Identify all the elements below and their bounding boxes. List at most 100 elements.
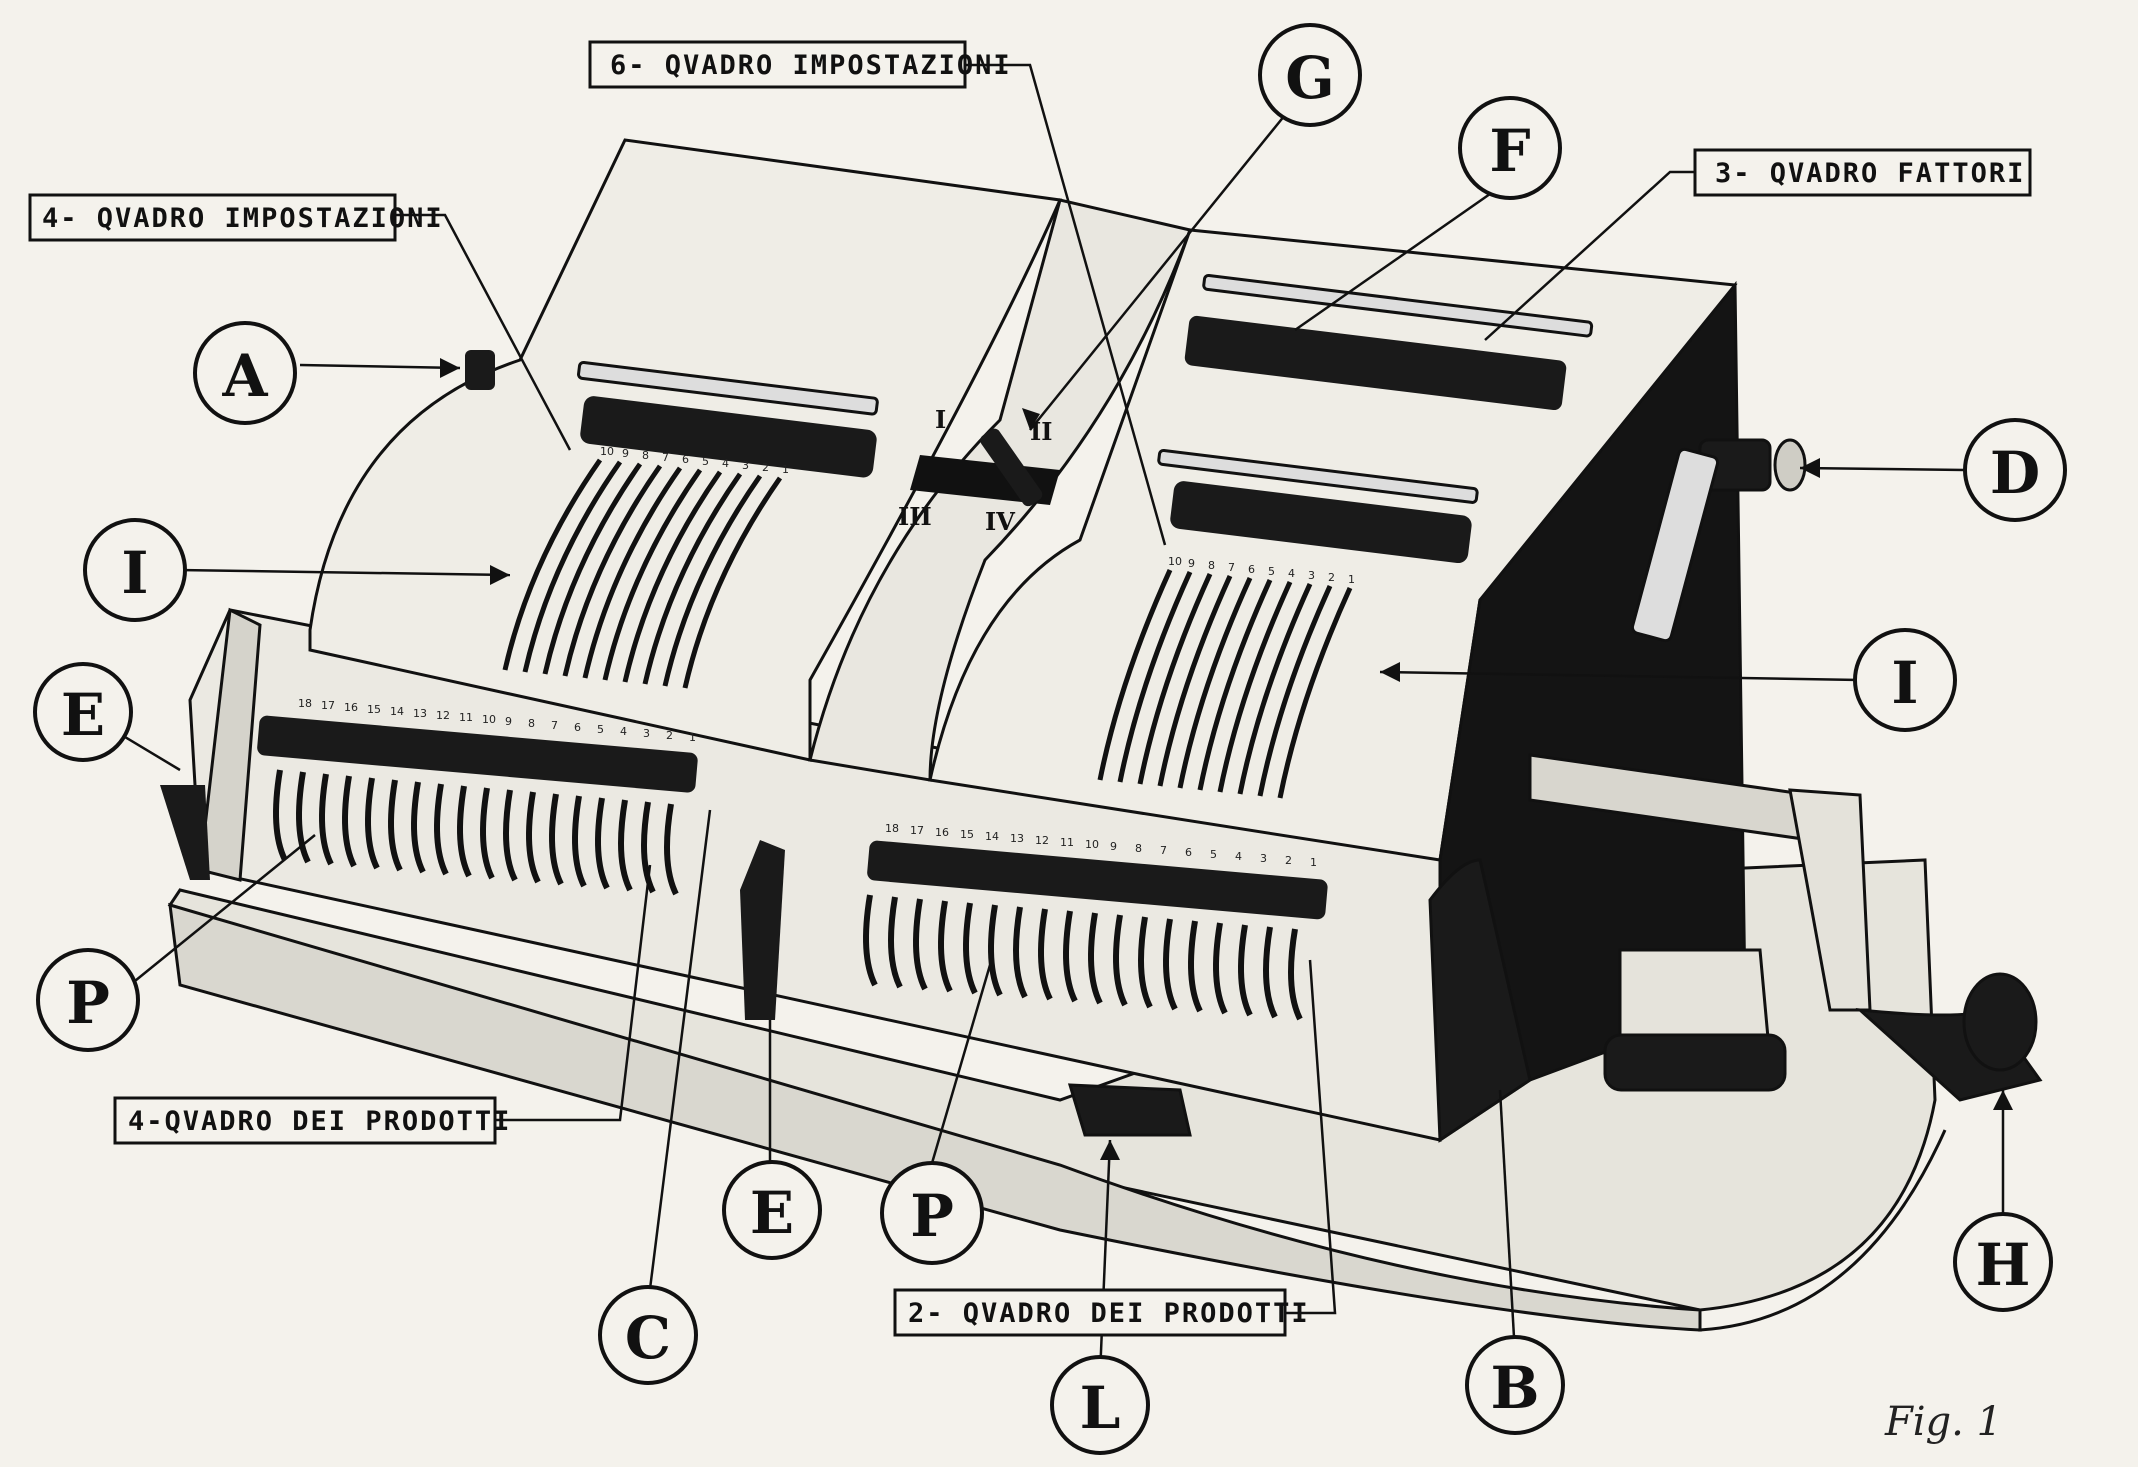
right-setting-window (1157, 448, 1479, 564)
right-digit-15: 15 (960, 828, 974, 841)
leader-lines (109, 63, 2005, 1376)
left-digit-9: 9 (505, 715, 512, 728)
left-lever-digit-1: 1 (782, 463, 789, 476)
left-digit-6: 6 (574, 721, 581, 734)
knob-a (465, 350, 495, 390)
svg-text:3- QVADRO FATTORI: 3- QVADRO FATTORI (1715, 158, 2025, 189)
label-quadro-prodotti-2: 2- QVADRO DEI PRODOTTI (893, 1288, 1308, 1337)
right-lever-digit-10: 10 (1168, 555, 1182, 568)
left-digit-7: 7 (551, 719, 558, 732)
clearing-lever (1067, 1083, 1192, 1137)
svg-text:4- QVADRO IMPOSTAZIONI: 4- QVADRO IMPOSTAZIONI (42, 203, 444, 234)
svg-text:H: H (1976, 1231, 2031, 1299)
left-digit-18: 18 (298, 697, 312, 710)
right-side-lower (1428, 858, 1532, 1143)
right-lever-digit-5: 5 (1268, 565, 1275, 578)
right-lever-digit-7: 7 (1228, 561, 1235, 574)
left-product-register (257, 715, 698, 896)
right-product-register (863, 840, 1328, 1021)
left-lever-digit-9: 9 (622, 447, 629, 460)
callout-a: A (193, 321, 297, 425)
selector-pos-3: III (898, 502, 932, 531)
selector-switch (910, 428, 1060, 507)
svg-text:E: E (61, 681, 105, 749)
selector-pos-4: IV (985, 507, 1015, 536)
label-quadro-impostazioni-4: 4- QVADRO IMPOSTAZIONI (28, 193, 444, 242)
left-setting-levers (502, 458, 783, 689)
svg-text:6- QVADRO IMPOSTAZIONI: 6- QVADRO IMPOSTAZIONI (610, 50, 1012, 81)
callout-p-bottom: P (880, 1161, 984, 1265)
right-digit-12: 12 (1035, 834, 1049, 847)
figure-caption: Fig. 1 (1884, 1399, 2002, 1445)
right-digit-7: 7 (1160, 844, 1167, 857)
callout-i-right: I (1853, 628, 1957, 732)
left-register-digits: 18 17 16 15 14 13 12 11 10 9 8 7 6 5 4 3… (298, 697, 696, 744)
tab-e-bottom (740, 840, 785, 1020)
right-digit-11: 11 (1060, 836, 1074, 849)
selector-pos-2: II (1030, 417, 1052, 446)
svg-text:A: A (221, 342, 268, 410)
left-lever-digits: 10 9 8 7 6 5 4 3 2 1 (600, 445, 789, 476)
svg-text:P: P (66, 969, 110, 1037)
right-digit-1: 1 (1310, 856, 1317, 869)
callout-h: H (1953, 1212, 2053, 1312)
svg-text:I: I (1891, 649, 1918, 717)
right-digit-16: 16 (935, 826, 949, 839)
callout-e-left: E (33, 662, 133, 762)
left-lever-digit-4: 4 (722, 457, 729, 470)
right-lever-digit-6: 6 (1248, 563, 1255, 576)
left-digit-15: 15 (367, 703, 381, 716)
left-digit-17: 17 (321, 699, 335, 712)
right-lever-digit-9: 9 (1188, 557, 1195, 570)
left-digit-1: 1 (689, 731, 696, 744)
right-digit-14: 14 (985, 830, 999, 843)
selector-pos-1: I (935, 405, 946, 434)
right-lever-digit-8: 8 (1208, 559, 1215, 572)
left-digit-5: 5 (597, 723, 604, 736)
left-lever-digit-2: 2 (762, 461, 769, 474)
left-lever-digit-3: 3 (742, 459, 749, 472)
right-lever-digit-1: 1 (1348, 573, 1355, 586)
right-digit-5: 5 (1210, 848, 1217, 861)
right-digit-10: 10 (1085, 838, 1099, 851)
label-quadro-impostazioni-6: 6- QVADRO IMPOSTAZIONI (588, 40, 1012, 89)
right-digit-6: 6 (1185, 846, 1192, 859)
left-digit-12: 12 (436, 709, 450, 722)
right-lever-digits: 10 9 8 7 6 5 4 3 2 1 (1168, 555, 1355, 586)
left-digit-10: 10 (482, 713, 496, 726)
left-digit-14: 14 (390, 705, 404, 718)
callout-d: D (1963, 418, 2067, 522)
svg-text:C: C (625, 1304, 671, 1372)
callout-b: B (1465, 1335, 1565, 1435)
svg-text:D: D (1990, 439, 2040, 507)
crank-assembly (1528, 438, 2043, 1102)
right-lever-digit-4: 4 (1288, 567, 1295, 580)
callout-e-bottom: E (722, 1160, 822, 1260)
left-lever-digit-7: 7 (662, 451, 669, 464)
right-digit-9: 9 (1110, 840, 1117, 853)
right-digit-13: 13 (1010, 832, 1024, 845)
svg-text:I: I (121, 539, 148, 607)
left-digit-11: 11 (459, 711, 473, 724)
svg-text:P: P (910, 1182, 954, 1250)
svg-text:4-QVADRO DEI PRODOTTI: 4-QVADRO DEI PRODOTTI (128, 1106, 511, 1137)
clearing-unit (1603, 948, 1787, 1092)
right-register-digits: 18 17 16 15 14 13 12 11 10 9 8 7 6 5 4 3… (885, 822, 1317, 869)
callout-l: L (1050, 1355, 1150, 1455)
callout-i-left: I (83, 518, 187, 622)
factor-window (1184, 273, 1594, 411)
svg-text:L: L (1080, 1374, 1121, 1442)
callout-f: F (1458, 96, 1562, 200)
arrowheads (440, 358, 2013, 1160)
callout-p-left: P (36, 948, 140, 1052)
svg-text:F: F (1489, 117, 1530, 185)
left-lever-digit-8: 8 (642, 449, 649, 462)
right-digit-3: 3 (1260, 852, 1267, 865)
right-digit-2: 2 (1285, 854, 1292, 867)
left-digit-13: 13 (413, 707, 427, 720)
left-lever-digit-5: 5 (702, 455, 709, 468)
right-digit-4: 4 (1235, 850, 1242, 863)
left-digit-3: 3 (643, 727, 650, 740)
